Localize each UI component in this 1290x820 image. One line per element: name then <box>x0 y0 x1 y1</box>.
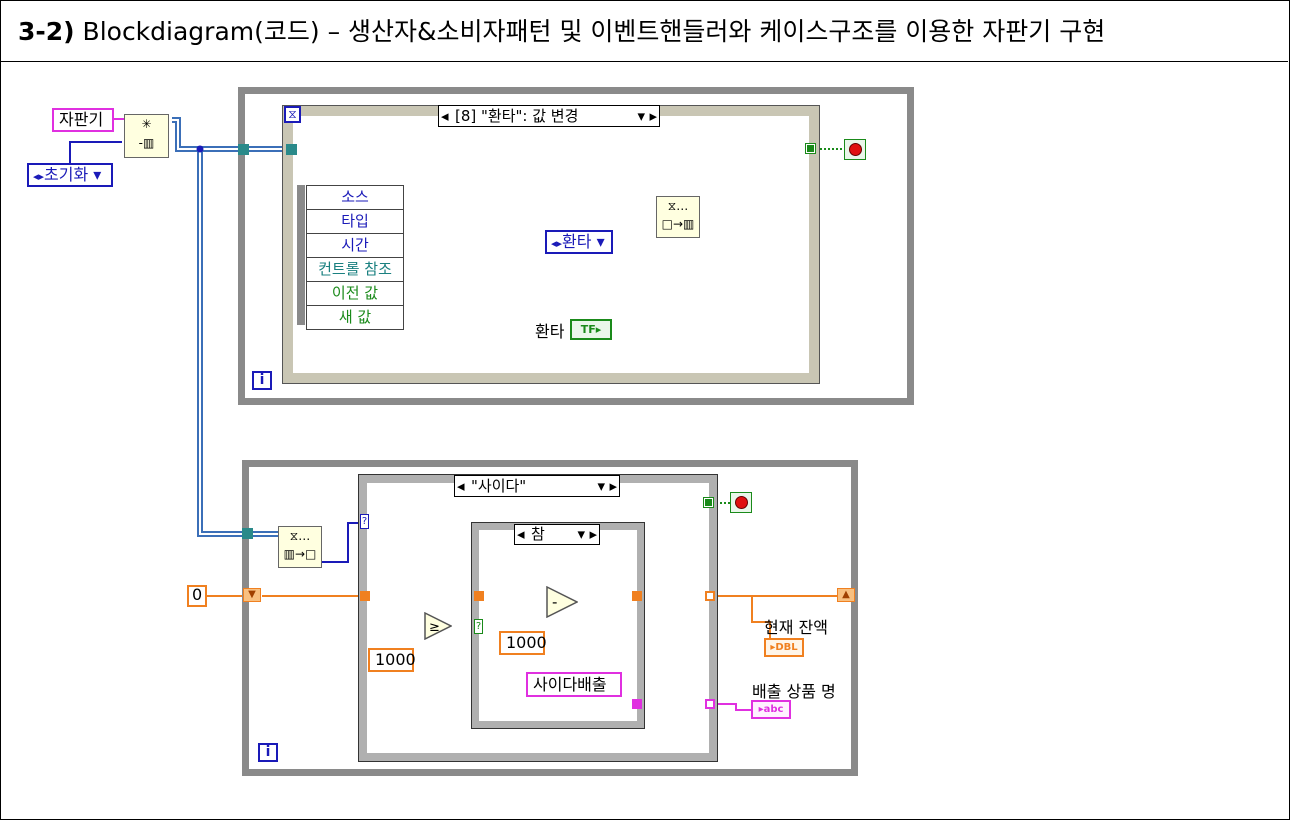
dequeue-element-wire <box>322 522 360 563</box>
inner-case-label: 참 <box>531 525 545 543</box>
hourglass-icon: ⧖ <box>284 106 301 123</box>
balance-type-label: DBL <box>775 642 798 653</box>
fanta-enum-constant[interactable]: ◂▸환타 ▾ <box>545 230 613 254</box>
producer-while-loop[interactable] <box>238 87 914 405</box>
fanta-enum-label: 환타 <box>562 232 592 251</box>
product-indicator-label: 배출 상품 명 <box>752 682 836 701</box>
stop-icon <box>849 143 862 156</box>
stop-button-top[interactable] <box>844 139 866 160</box>
dropdown-arrow-icon: ▾ <box>88 165 102 184</box>
queue-tunnel-consumer[interactable] <box>242 528 253 539</box>
numeric-tunnel-inner-out[interactable] <box>632 591 642 601</box>
string-tunnel-inner[interactable] <box>632 699 642 709</box>
svg-text:-: - <box>552 593 557 611</box>
prev-case-arrow-icon[interactable]: ◂ <box>457 477 465 495</box>
fanta-boolean-terminal[interactable]: TF▸ <box>570 319 612 340</box>
dropdown-arrow-icon[interactable]: ▾ <box>637 107 645 125</box>
inner-case-structure[interactable] <box>471 522 645 729</box>
queue-tunnel-in[interactable] <box>238 144 249 155</box>
queue-tunnel-event[interactable] <box>286 144 297 155</box>
consumer-while-loop[interactable] <box>242 460 858 776</box>
iteration-terminal: i <box>252 371 272 390</box>
shift-register-left[interactable]: ▼ <box>243 588 261 602</box>
block-diagram: i ⧖ ◂ [8] "환타": 값 변경 ▾ ▸ 소스 타입 시간 컨트롤 참조… <box>0 62 1290 820</box>
cider-string-constant[interactable]: 사이다배출 <box>526 672 622 697</box>
event-data-oldval: 이전 값 <box>306 282 404 306</box>
svg-text:≥: ≥ <box>429 620 440 635</box>
subtract-node[interactable]: - <box>546 586 578 618</box>
event-data-time: 시간 <box>306 234 404 258</box>
next-case-arrow-icon[interactable]: ▸ <box>589 525 597 543</box>
section-number: 3-2) <box>18 17 75 46</box>
stop-icon <box>735 496 748 509</box>
enqueue-icon: □→▥ <box>661 217 695 231</box>
prev-case-arrow-icon[interactable]: ◂ <box>441 107 449 125</box>
initial-balance-constant[interactable]: 0 <box>187 585 207 607</box>
prev-case-arrow-icon[interactable]: ◂ <box>517 525 525 543</box>
header-bar: 3-2) Blockdiagram(코드) – 생산자&소비자패턴 및 이벤트핸… <box>0 0 1288 62</box>
dequeue-element-node[interactable]: ⧖… ▥→□ <box>278 526 322 568</box>
subtract-constant[interactable]: 1000 <box>499 631 547 655</box>
queue-name-constant[interactable]: 자판기 <box>52 108 114 132</box>
section-title: Blockdiagram(코드) – 생산자&소비자패턴 및 이벤트핸들러와 케… <box>82 17 1106 46</box>
greater-or-equal-node[interactable]: ≥ <box>424 612 452 640</box>
event-data-type: 타입 <box>306 210 404 234</box>
event-data-node-bar <box>297 185 305 325</box>
dropdown-arrow-icon[interactable]: ▾ <box>577 525 585 543</box>
enqueue-element-node[interactable]: ⧖… □→▥ <box>656 196 700 238</box>
numeric-tunnel-outer-out[interactable] <box>705 591 715 601</box>
compare-constant[interactable]: 1000 <box>368 648 416 672</box>
dequeue-icon: ▥→□ <box>283 547 317 561</box>
stop-tunnel-top[interactable] <box>805 143 816 154</box>
wire-junction <box>196 145 204 153</box>
page-title: 3-2) Blockdiagram(코드) – 생산자&소비자패턴 및 이벤트핸… <box>18 12 1105 48</box>
dropdown-arrow-icon[interactable]: ▾ <box>597 477 605 495</box>
outer-case-label: "사이다" <box>471 477 527 495</box>
obtain-queue-node[interactable]: ✳ -▥ <box>124 114 169 158</box>
sparkle-icon: ✳ <box>141 117 152 131</box>
queue-icon: ⧖… <box>667 199 689 213</box>
init-enum-label: 초기화 <box>44 165 89 184</box>
product-indicator-terminal[interactable]: ▸abc <box>751 700 791 719</box>
string-tunnel-outer[interactable] <box>705 699 715 709</box>
case-selector-terminal[interactable]: ? <box>360 514 369 529</box>
enum-arrows-icon: ◂▸ <box>551 237 563 250</box>
stop-button-bottom[interactable] <box>730 492 752 513</box>
stop-tunnel-bottom[interactable] <box>703 497 714 508</box>
shift-register-right[interactable]: ▲ <box>837 588 855 602</box>
numeric-tunnel-outer-in[interactable] <box>360 591 370 601</box>
inner-case-selector-terminal[interactable]: ? <box>474 619 483 634</box>
outer-case-selector[interactable]: ◂ "사이다" ▾ ▸ <box>454 475 620 497</box>
event-data-ctlref: 컨트롤 참조 <box>306 258 404 282</box>
bool-type-label: TF <box>580 323 596 336</box>
balance-indicator-terminal[interactable]: ▸DBL <box>764 638 804 657</box>
next-case-arrow-icon[interactable]: ▸ <box>609 477 617 495</box>
event-case-selector[interactable]: ◂ [8] "환타": 값 변경 ▾ ▸ <box>438 105 660 127</box>
next-case-arrow-icon[interactable]: ▸ <box>649 107 657 125</box>
event-case-label: [8] "환타": 값 변경 <box>455 107 579 125</box>
iteration-terminal: i <box>258 743 278 762</box>
numeric-tunnel-inner-in[interactable] <box>474 591 484 601</box>
fanta-control-label: 환타 <box>535 322 565 341</box>
queue-icon: ⧖… <box>289 529 311 543</box>
event-data-node[interactable]: 소스 타입 시간 컨트롤 참조 이전 값 새 값 <box>306 185 404 330</box>
event-data-source: 소스 <box>306 185 404 210</box>
event-data-newval: 새 값 <box>306 306 404 330</box>
enum-init-wire <box>69 141 122 172</box>
inner-case-selector[interactable]: ◂ 참 ▾ ▸ <box>514 524 600 545</box>
queue-icon: -▥ <box>138 136 155 150</box>
enum-arrows-icon: ◂▸ <box>33 170 45 183</box>
balance-indicator-label: 현재 잔액 <box>764 618 828 637</box>
product-type-label: abc <box>763 704 784 715</box>
init-enum-constant[interactable]: ◂▸초기화 ▾ <box>27 163 113 187</box>
dropdown-arrow-icon: ▾ <box>591 232 605 251</box>
